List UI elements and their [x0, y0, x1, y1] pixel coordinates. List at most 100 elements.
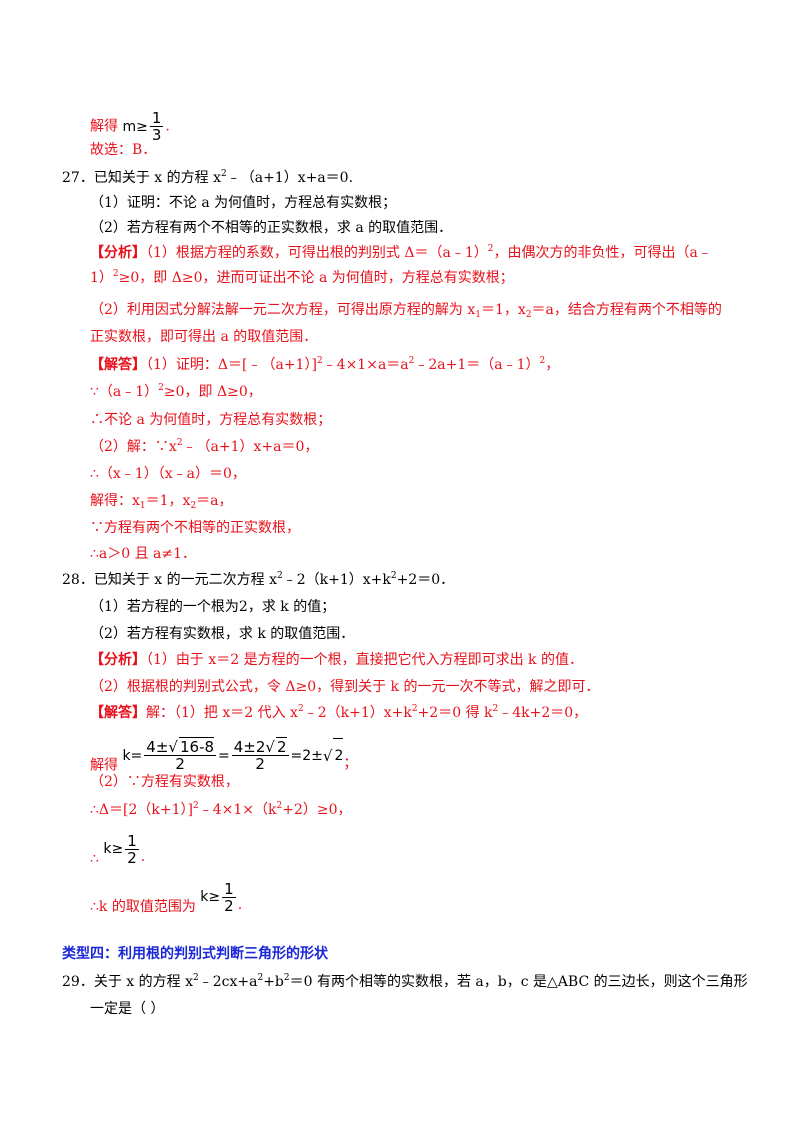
sup: 2 — [411, 704, 418, 714]
q28-sub2: （2）若方程有实数根，求 k 的取值范围． — [90, 626, 355, 642]
q27-solution-1: 【解答】（1）证明：Δ＝[﹣（a+1）]2﹣4×1×a＝a2﹣2a+1＝（a﹣1… — [90, 355, 559, 375]
text: ＝0 有两个相等的实数根，若 a，b，c 是△ABC 的三边长，则这个三角形 — [289, 974, 748, 990]
text: 1） — [90, 270, 113, 286]
text: ﹣（a+1）x+a＝0， — [182, 439, 319, 455]
text: ∴k 的取值范围为 — [90, 899, 196, 915]
sup: 2 — [297, 704, 304, 714]
sqrt: 2 — [275, 737, 287, 756]
text: √ — [265, 738, 275, 756]
sup: 2 — [158, 383, 164, 393]
sqrt: 16-8 — [178, 737, 215, 756]
solution-tag: 【解答】 — [90, 357, 146, 373]
num: 4±2√2 — [231, 737, 289, 756]
text: ﹣4k+2＝0， — [498, 705, 588, 721]
text: ，由偶次方的非负性，可得出（a﹣ — [493, 245, 712, 261]
text: m≥ — [122, 118, 148, 135]
text: k≥ — [200, 889, 221, 905]
text: ＝a，结合方程有两个不相等的 — [531, 302, 722, 318]
q27-solution-5: ∴（x﹣1）（x﹣a）＝0， — [90, 466, 246, 482]
question-29-line2: 一定是（ ） — [90, 1001, 165, 1017]
solution-tag: 【解答】 — [90, 705, 146, 721]
text: ≥0，即 Δ≥0，进而可证出不论 a 为何值时，方程总有实数根； — [118, 270, 514, 286]
text: ﹣4×1×（k — [198, 802, 277, 818]
text: ∴Δ＝[2（k+1）] — [90, 802, 193, 818]
numerator: 1 — [149, 109, 164, 127]
q27-sub2: （2）若方程有两个不相等的正实数根，求 a 的取值范围． — [90, 220, 453, 236]
q27-solution-7: ∵方程有两个不相等的正实数根， — [90, 520, 300, 536]
text: = — [218, 747, 230, 764]
sup: 2 — [390, 571, 397, 581]
q27-sub1: （1）证明：不论 a 为何值时，方程总有实数根； — [90, 195, 397, 211]
sup: 2 — [283, 973, 290, 983]
sup: 2 — [492, 704, 499, 714]
question-number: 28． — [62, 572, 94, 588]
num: 1 — [222, 879, 236, 898]
text: 已知关于 x 的方程 x — [93, 170, 221, 186]
sup: 2 — [487, 244, 494, 254]
text: ≥0，即 Δ≥0， — [163, 384, 262, 400]
q27-analysis-2: 1）2≥0，即 Δ≥0，进而可证出不论 a 为何值时，方程总有实数根； — [90, 268, 514, 288]
sup: 2 — [112, 269, 119, 279]
text: （1）由于 x＝2 是方程的一个根，直接把它代入方程即可求出 k 的值． — [146, 652, 583, 668]
sub: 2 — [525, 310, 532, 320]
answer-choice: 故选：B． — [90, 142, 157, 158]
section-title: 类型四：利用根的判别式判断三角形的形状 — [62, 946, 328, 962]
num: 4±√16-8 — [144, 737, 217, 756]
sup: 2 — [176, 438, 183, 448]
text: （1）证明：Δ＝[﹣（a+1）] — [146, 357, 317, 373]
text: =2± — [290, 747, 323, 764]
text: ∵（a﹣1） — [90, 384, 159, 400]
q28-solution-2: （2）∵方程有实数根， — [90, 774, 239, 790]
question-27-stem: 27．已知关于 x 的方程 x2﹣（a+1）x+a＝0. — [62, 168, 353, 188]
sqrt: 2 — [333, 738, 344, 773]
text: 解得 — [90, 118, 118, 135]
analysis-tag: 【分析】 — [90, 652, 146, 668]
analysis-tag: 【分析】 — [90, 245, 146, 261]
num: 1 — [125, 831, 139, 850]
sup: 2 — [408, 356, 415, 366]
q27-solution-6: 解得：x1＝1，x2＝a， — [90, 491, 233, 511]
text: ﹣2（k+1）x+k — [282, 572, 391, 588]
text: . — [140, 849, 146, 865]
q27-analysis-1: 【分析】（1）根据方程的系数，可得出根的判别式 Δ＝（a﹣1）2，由偶次方的非负… — [90, 243, 712, 263]
sup: 2 — [316, 356, 323, 366]
text: . — [237, 897, 243, 913]
sub: 1 — [139, 501, 146, 511]
text: 已知关于 x 的一元二次方程 x — [93, 572, 277, 588]
q27-analysis-4: 正实数根，即可得出 a 的取值范围． — [90, 329, 318, 345]
question-number: 29． — [62, 974, 94, 990]
den: 2 — [224, 896, 234, 915]
q27-solution-8: ∴a＞0 且 a≠1． — [90, 546, 197, 562]
q28-solution-1: 【解答】解：（1）把 x＝2 代入 x2﹣2（k+1）x+k2+2＝0 得 k2… — [90, 703, 587, 723]
q27-solution-4: （2）解：∵x2﹣（a+1）x+a＝0， — [90, 437, 318, 457]
text: 解得 — [90, 757, 118, 774]
text: ﹣2（k+1）x+k — [303, 705, 412, 721]
q28-analysis-2: （2）根据根的判别式公式，令 Δ≥0，得到关于 k 的一元一次不等式，解之即可． — [90, 679, 600, 695]
denominator: 3 — [151, 126, 162, 144]
text: （2）利用因式分解法解一元二次方程，可得出原方程的解为 x — [90, 302, 476, 318]
text: ＝a， — [196, 493, 233, 509]
den: 2 — [175, 755, 185, 773]
question-29-stem: 29．关于 x 的方程 x2﹣2cx+a2+b2＝0 有两个相等的实数根，若 a… — [62, 972, 748, 992]
q28-solution-3: ∴Δ＝[2（k+1）]2﹣4×1×（k2+2）≥0， — [90, 800, 352, 820]
text: +2＝0． — [396, 572, 455, 588]
text: 关于 x 的方程 x — [93, 974, 193, 990]
text: ＝1，x — [145, 493, 191, 509]
question-28-stem: 28．已知关于 x 的一元二次方程 x2﹣2（k+1）x+k2+2＝0． — [62, 570, 454, 590]
sup: 2 — [220, 169, 227, 179]
text: （2）解：∵x — [90, 439, 177, 455]
text: ﹣（a+1）x+a＝0. — [226, 170, 354, 186]
den: 2 — [127, 848, 137, 867]
text: ＝1，x — [481, 302, 526, 318]
text: ， — [545, 357, 560, 373]
